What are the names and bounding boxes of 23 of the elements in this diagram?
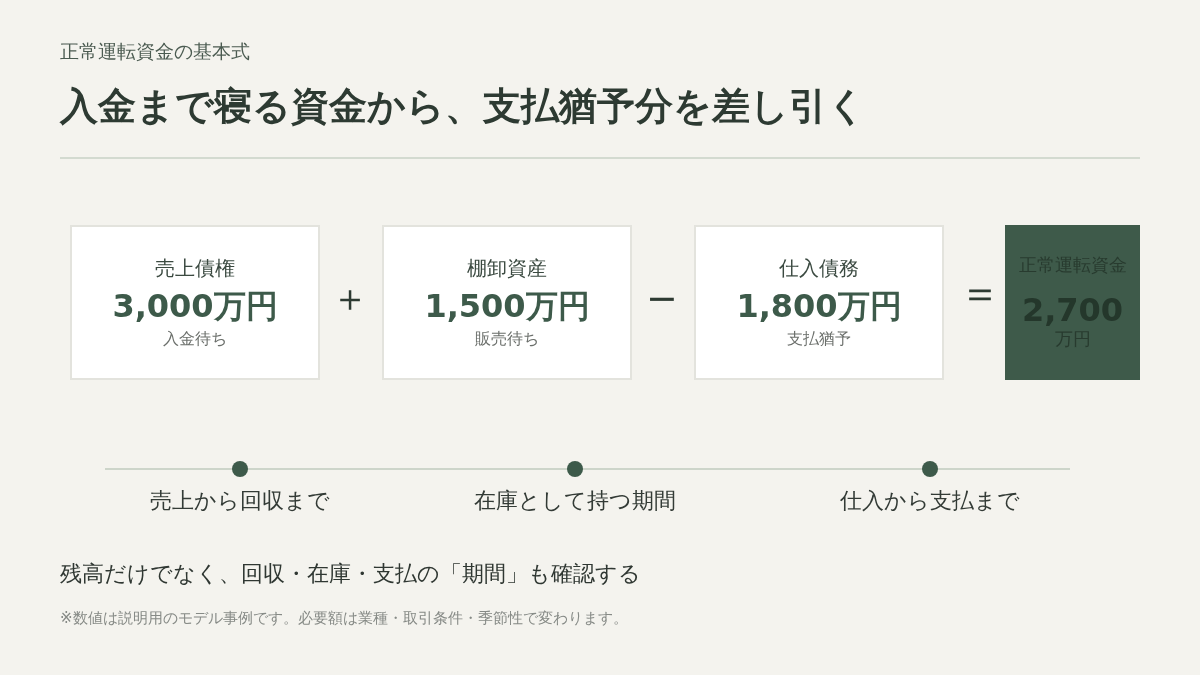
result-card (1005, 225, 1140, 380)
amount-text: 1,800万円 (736, 290, 902, 324)
timeline-label: 在庫として持つ期間 (473, 488, 677, 515)
equals-operator: ＝ (959, 268, 1001, 319)
plus-operator: ＋ (331, 276, 369, 322)
card-heading: 棚卸資産 (467, 257, 547, 280)
amount-text: 1,500万円 (424, 290, 590, 324)
page-title: 入金まで寝る資金から、支払猶予分を差し引く (60, 84, 866, 130)
amount-text: 3,000万円 (112, 290, 278, 324)
value-card (382, 225, 632, 380)
kicker-text: 正常運転資金の基本式 (60, 40, 250, 63)
timeline-label: 売上から回収まで (149, 488, 331, 515)
timeline-label: 仕入から支払まで (839, 488, 1021, 515)
value-card (694, 225, 944, 380)
footnote-text: ※数値は説明用のモデル事例です。必要額は業種・取引条件・季節性で変わります。 (60, 609, 628, 627)
card-heading: 売上債権 (155, 257, 235, 280)
minus-operator: − (646, 276, 678, 322)
note-text: 残高だけでなく、回収・在庫・支払の「期間」も確認する (60, 561, 641, 588)
value-card (70, 225, 320, 380)
card-subtext: 販売待ち (475, 329, 539, 348)
card-subtext: 入金待ち (163, 329, 227, 348)
card-subtext: 支払猶予 (787, 329, 851, 348)
card-heading: 仕入債務 (779, 257, 859, 280)
